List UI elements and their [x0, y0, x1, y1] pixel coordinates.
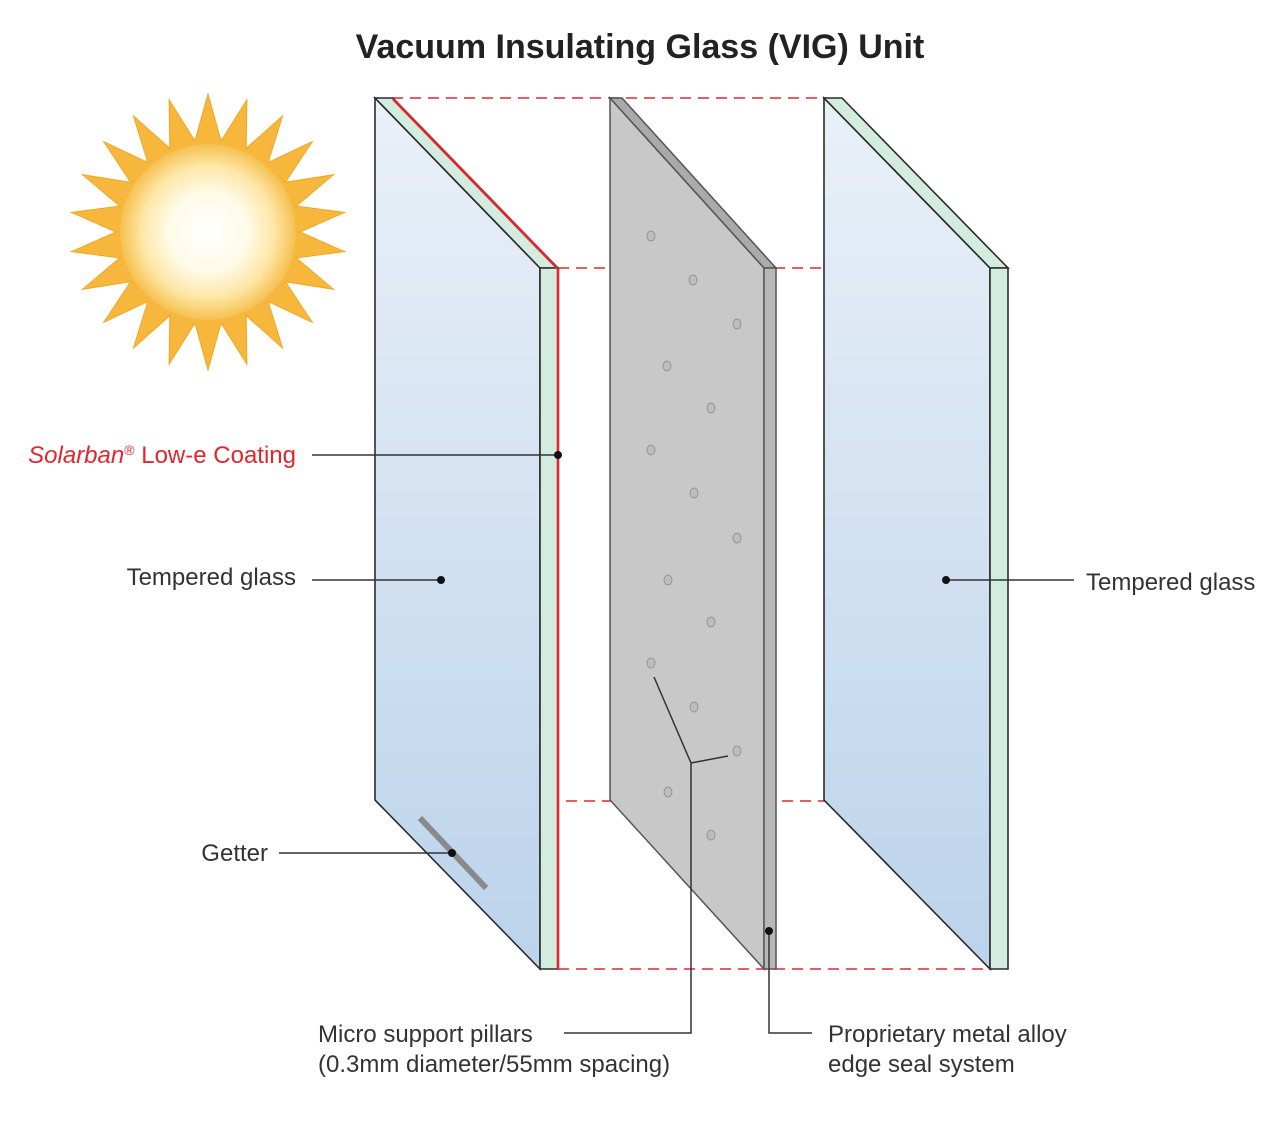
diagram-title: Vacuum Insulating Glass (VIG) Unit [356, 28, 925, 66]
seal-label-line1: Proprietary metal alloy [828, 1021, 1067, 1048]
support-pillar [706, 402, 716, 414]
support-pillar [706, 829, 716, 841]
support-pillar [688, 274, 698, 286]
pillars-label-line1: Micro support pillars [318, 1021, 533, 1048]
right-glass-pane [822, 96, 1010, 971]
support-pillar [646, 657, 656, 669]
support-pillar [732, 532, 742, 544]
support-pillar [662, 360, 672, 372]
sun-icon [69, 92, 347, 372]
pillars-label-line2: (0.3mm diameter/55mm spacing) [318, 1051, 670, 1078]
getter-label: Getter [201, 840, 268, 867]
tempered-glass-right-label: Tempered glass [1086, 569, 1255, 596]
seal-label-line2: edge seal system [828, 1051, 1015, 1078]
support-pillars [646, 230, 742, 841]
low-e-coating-label: Solarban® Low-e Coating [28, 442, 296, 469]
left-glass-pane [373, 96, 560, 971]
support-pillar [663, 574, 673, 586]
edge-seal-frame [608, 96, 778, 971]
support-pillar [689, 487, 699, 499]
support-pillar [732, 745, 742, 757]
support-pillar [706, 616, 716, 628]
support-pillar [732, 318, 742, 330]
support-pillar [689, 701, 699, 713]
leader-lines [279, 451, 1074, 1034]
tempered-glass-left-label: Tempered glass [127, 564, 296, 591]
support-pillar [663, 786, 673, 798]
low-e-coating-edge [392, 98, 559, 270]
support-pillar [646, 230, 656, 242]
support-pillar [646, 444, 656, 456]
